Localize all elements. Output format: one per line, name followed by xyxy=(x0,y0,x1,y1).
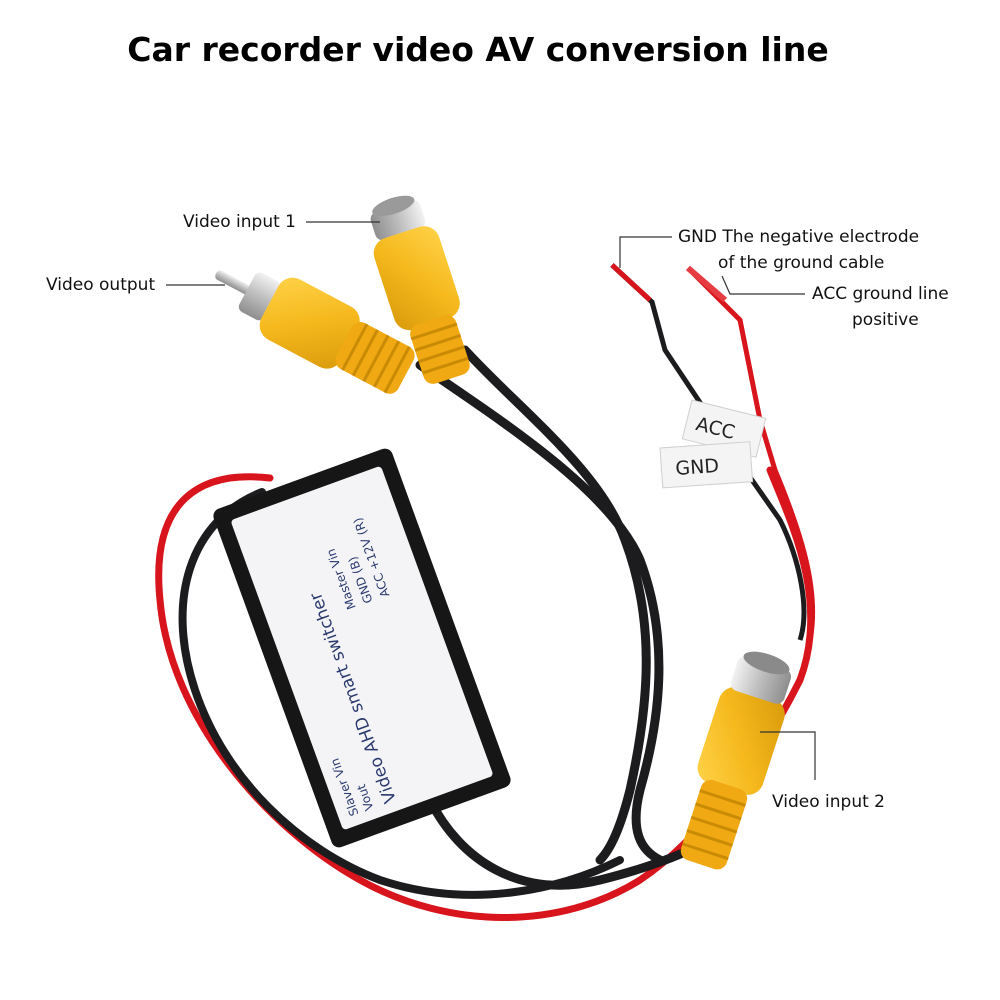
callout-video-output: Video output xyxy=(46,275,156,295)
red-wire-loop xyxy=(155,466,815,921)
leader-lines xyxy=(166,221,816,780)
video-output-connector xyxy=(215,270,415,394)
acc-wire xyxy=(686,266,816,641)
callout-acc-line2: positive xyxy=(852,310,919,330)
gnd-wire-tag: GND xyxy=(659,441,754,489)
video-input-1-connector xyxy=(370,195,470,384)
callout-acc-line1: ACC ground line xyxy=(812,284,949,304)
video-input-2-connector xyxy=(680,651,792,870)
leader-acc xyxy=(721,275,805,295)
black-cable-input1 xyxy=(460,345,651,865)
black-cable-left xyxy=(178,488,624,899)
acc-wire-tip xyxy=(686,265,727,303)
callout-video-input-2: Video input 2 xyxy=(772,792,885,812)
black-cable-output xyxy=(415,360,665,865)
gnd-tag-text: GND xyxy=(675,455,720,480)
gnd-wire-red-tip xyxy=(610,263,652,302)
callout-video-input-1: Video input 1 xyxy=(183,212,296,232)
switcher-box: Slaver Vin Vout Video AHD smart switcher… xyxy=(213,448,511,848)
page-title: Car recorder video AV conversion line xyxy=(127,30,829,69)
leader-gnd xyxy=(619,236,672,268)
leader-video-input-2 xyxy=(760,731,816,780)
black-cable-switcher-bottom xyxy=(425,795,705,890)
callout-gnd-line2: of the ground cable xyxy=(718,253,885,273)
callout-gnd-line1: GND The negative electrode xyxy=(678,227,920,247)
